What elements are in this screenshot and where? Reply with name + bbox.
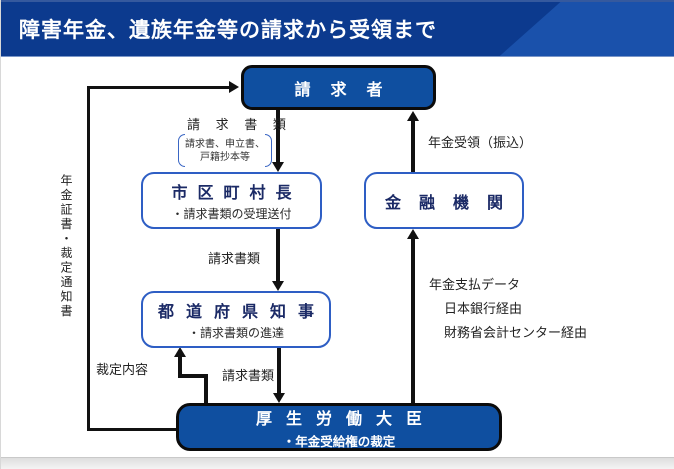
arrow-claimant-to-municipal	[276, 110, 280, 163]
arrow-ruling-vertical-upper	[178, 356, 182, 377]
arrowhead-into-municipal	[272, 162, 284, 172]
municipal-label: 市区町村長	[171, 185, 302, 202]
ruling-content-label: 裁定内容	[96, 362, 149, 377]
financial-label: 金融機関	[384, 194, 521, 212]
page-title: 障害年金、遺族年金等の請求から受領まで	[19, 19, 437, 42]
payment-data-line1: 年金支払データ	[429, 277, 521, 292]
arrow-minister-to-claimant-vertical	[87, 86, 90, 431]
arrowhead-into-minister	[273, 393, 285, 403]
arrow-minister-to-claimant-top	[87, 86, 231, 89]
minister-sub-label: ・年金受給権の裁定	[282, 434, 396, 449]
claimant-label: 請求者	[294, 81, 403, 99]
node-financial-institution: 金融機関	[364, 172, 524, 229]
claim-docs-top-label: 請 求 書 類	[187, 117, 292, 132]
arrowhead-into-claimant-from-financial	[407, 111, 419, 121]
arrowhead-into-prefectural	[272, 281, 284, 291]
arrowhead-into-financial	[407, 229, 419, 239]
node-prefectural-governor: 都道府県知事 ・請求書類の進達	[141, 291, 331, 348]
arrow-ruling-vertical-lower	[204, 374, 208, 403]
claim-docs-note-text: 請求書、申立書、 戸籍抄本等	[185, 134, 265, 167]
arrow-minister-to-financial	[411, 238, 415, 403]
pension-certificate-label: 年金証書・裁定通知書	[59, 174, 73, 319]
payment-data-block: 年金支払データ 日本銀行経由 財務省会計センター経由	[429, 273, 587, 345]
claim-docs-note-line2: 戸籍抄本等	[200, 151, 250, 163]
arrow-prefectural-to-minister	[277, 348, 281, 394]
claim-docs-note: 請求書、申立書、 戸籍抄本等	[178, 134, 272, 167]
arrow-municipal-to-prefectural	[276, 229, 280, 282]
node-minister: 厚生労働大臣 ・年金受給権の裁定	[176, 403, 502, 451]
claim-docs-mid-label: 請求書類	[208, 251, 261, 266]
prefectural-sub-label: ・請求書類の進達	[187, 326, 284, 340]
arrow-minister-to-claimant-bottom	[87, 428, 177, 431]
arrow-financial-to-claimant	[411, 120, 415, 172]
title-bar: 障害年金、遺族年金等の請求から受領まで	[1, 0, 674, 57]
minister-label: 厚生労働大臣	[255, 410, 436, 428]
municipal-sub-label: ・請求書類の受理送付	[171, 207, 292, 221]
node-claimant: 請求者	[241, 65, 436, 110]
arrowhead-into-prefectural-from-minister	[174, 347, 186, 357]
payment-data-line2: 日本銀行経由	[444, 301, 523, 316]
bottom-strip	[1, 457, 674, 469]
node-municipal-mayor: 市区町村長 ・請求書類の受理送付	[141, 172, 322, 229]
note-paren-left-icon	[178, 134, 185, 167]
arrowhead-into-claimant	[229, 81, 239, 93]
claim-docs-bottom-label: 請求書類	[222, 368, 275, 383]
pension-receipt-label: 年金受領（振込）	[428, 135, 533, 150]
payment-data-line3: 財務省会計センター経由	[444, 325, 588, 340]
note-paren-right-icon	[265, 134, 272, 167]
arrow-ruling-horizontal	[178, 374, 207, 378]
prefectural-label: 都道府県知事	[157, 304, 326, 321]
claim-docs-note-line1: 請求書、申立書、	[185, 138, 265, 150]
